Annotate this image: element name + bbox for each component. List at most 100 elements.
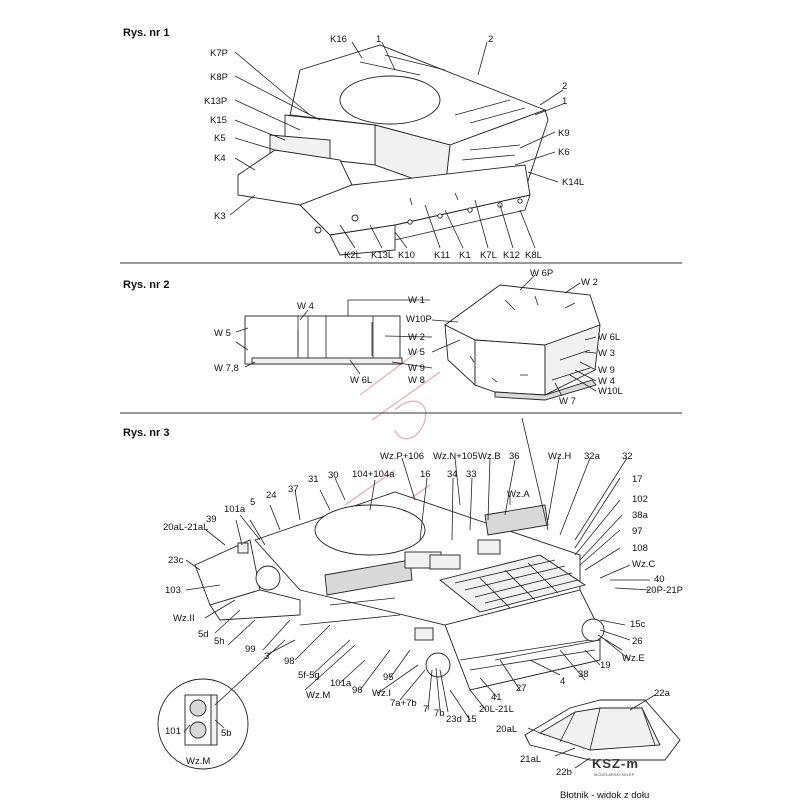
label-101a-bottom: 101a bbox=[330, 678, 352, 689]
label-K7P: K7P bbox=[210, 48, 228, 59]
label-15c: 15c bbox=[630, 619, 646, 630]
label-W2-right: W 2 bbox=[581, 277, 598, 288]
label-WzII: Wz.II bbox=[173, 613, 195, 624]
vehicle-drawing bbox=[194, 417, 605, 691]
label-21aL: 21aL bbox=[520, 754, 541, 765]
label-WzA: Wz.A bbox=[507, 489, 530, 500]
label-19: 19 bbox=[600, 660, 611, 671]
label-W10L: W10L bbox=[598, 386, 623, 397]
label-K15: K15 bbox=[210, 115, 227, 126]
label-WzM: Wz.M bbox=[306, 690, 330, 701]
label-36: 36 bbox=[509, 451, 520, 462]
label-23c: 23c bbox=[168, 555, 184, 566]
label-20L-21L: 20L-21L bbox=[479, 704, 514, 715]
label-K14L: K14L bbox=[562, 177, 584, 188]
label-98: 98 bbox=[284, 656, 295, 667]
label-K9: K9 bbox=[558, 128, 570, 139]
label-WzC: Wz.C bbox=[632, 559, 655, 570]
label-WzE: Wz.E bbox=[622, 653, 645, 664]
figure-2: Rys. nr 2 W 4 W 5 W 7,8 W bbox=[123, 268, 623, 407]
label-W7: W 7 bbox=[559, 396, 576, 407]
inset-label-WzM: Wz.M bbox=[186, 756, 210, 767]
label-K16: K16 bbox=[330, 34, 347, 45]
label-W4-left: W 4 bbox=[297, 301, 314, 312]
figure-1-title: Rys. nr 1 bbox=[123, 27, 169, 39]
label-20P-21P: 20P-21P bbox=[646, 585, 683, 596]
label-K13P: K13P bbox=[204, 96, 227, 107]
label-38: 38 bbox=[578, 669, 589, 680]
labels-3: Wz.P+106 Wz.N+105 Wz.B Wz.H 32a 32 30 10… bbox=[163, 451, 683, 801]
logo-subtext: MODELARSKI SKLEP bbox=[594, 772, 635, 777]
label-W3: W 3 bbox=[598, 348, 615, 359]
side-panel-drawing bbox=[244, 315, 403, 365]
label-W1: W 1 bbox=[408, 295, 425, 306]
label-34: 34 bbox=[447, 469, 458, 480]
leader-lines-3 bbox=[185, 457, 651, 721]
label-17: 17 bbox=[632, 474, 643, 485]
label-K2L: K2L bbox=[344, 250, 361, 261]
label-32: 32 bbox=[622, 451, 633, 462]
label-W78: W 7,8 bbox=[214, 363, 239, 374]
label-97: 97 bbox=[632, 526, 643, 537]
label-1-right: 1 bbox=[562, 96, 567, 107]
labels-1: K16 1 2 2 1 K7P K8P K13P K15 K5 K4 K3 K9… bbox=[204, 34, 584, 261]
label-33: 33 bbox=[466, 469, 477, 480]
label-WzB: Wz.B bbox=[478, 451, 501, 462]
label-2-top: 2 bbox=[488, 34, 493, 45]
label-26: 26 bbox=[632, 636, 643, 647]
hull-drawing-1 bbox=[237, 44, 549, 256]
label-W6P: W 6P bbox=[530, 268, 553, 279]
label-16: 16 bbox=[420, 469, 431, 480]
figure-2-title: Rys. nr 2 bbox=[123, 279, 169, 291]
label-95: 95 bbox=[383, 672, 394, 683]
turret-box-drawing bbox=[444, 284, 601, 401]
label-5d: 5d bbox=[198, 629, 209, 640]
label-WzH: Wz.H bbox=[548, 451, 571, 462]
label-104-104a: 104+104a bbox=[352, 469, 395, 480]
label-37: 37 bbox=[288, 484, 299, 495]
label-W9-mid: W 9 bbox=[408, 363, 425, 374]
label-W5-left: W 5 bbox=[214, 328, 231, 339]
label-5f-5g: 5f-5g bbox=[298, 670, 320, 681]
caption-fender: Błotnik - widok z dołu bbox=[560, 790, 649, 801]
label-5: 5 bbox=[250, 497, 255, 508]
label-103: 103 bbox=[165, 585, 181, 596]
label-99: 99 bbox=[245, 644, 256, 655]
label-K13L: K13L bbox=[371, 250, 393, 261]
label-24: 24 bbox=[266, 490, 277, 501]
inset-label-101: 101 bbox=[165, 726, 181, 737]
inset-label-5b: 5b bbox=[221, 728, 232, 739]
label-20aL-21aL: 20aL-21aL bbox=[163, 522, 208, 533]
label-40: 40 bbox=[654, 574, 665, 585]
label-7a-7b: 7a+7b bbox=[390, 698, 417, 709]
watermark bbox=[344, 349, 471, 569]
label-27: 27 bbox=[516, 683, 527, 694]
figure-1: Rys. nr 1 bbox=[123, 27, 584, 261]
label-20aL: 20aL bbox=[496, 724, 517, 735]
label-32a: 32a bbox=[584, 451, 601, 462]
label-22a: 22a bbox=[654, 688, 671, 699]
label-W8-clipped: W 8 bbox=[408, 375, 425, 386]
label-K10: K10 bbox=[398, 250, 415, 261]
label-108: 108 bbox=[632, 543, 648, 554]
fender-inset bbox=[524, 694, 681, 769]
labels-2: W 4 W 5 W 7,8 W 6L W 1 W10P W 2 W 5 W 9 … bbox=[214, 268, 623, 407]
label-K8L: K8L bbox=[525, 250, 542, 261]
label-WzN105: Wz.N+105 bbox=[433, 451, 478, 462]
shop-logo: KSZ-m MODELARSKI SKLEP bbox=[592, 756, 639, 777]
label-41: 41 bbox=[491, 692, 502, 703]
label-7: 7 bbox=[423, 704, 428, 715]
logo-text: KSZ-m bbox=[592, 756, 639, 771]
label-W9-right: W 9 bbox=[598, 365, 615, 376]
label-15: 15 bbox=[466, 714, 477, 725]
label-3: 3 bbox=[264, 651, 269, 662]
label-K1: K1 bbox=[459, 250, 471, 261]
label-K3: K3 bbox=[214, 211, 226, 222]
label-WzP106: Wz.P+106 bbox=[380, 451, 424, 462]
label-22b: 22b bbox=[556, 767, 572, 778]
leader-lines-1 bbox=[229, 41, 564, 249]
label-7b: 7b bbox=[434, 708, 445, 719]
label-K12: K12 bbox=[503, 250, 520, 261]
label-W6L-right: W 6L bbox=[598, 332, 620, 343]
